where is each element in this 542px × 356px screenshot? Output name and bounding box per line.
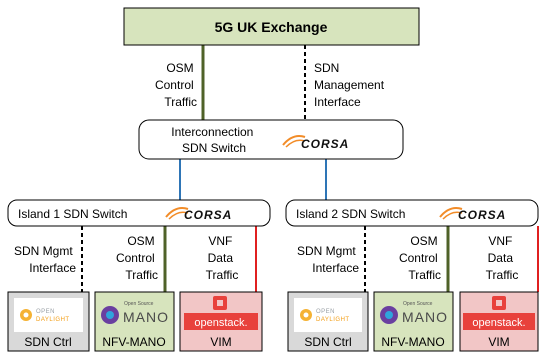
svg-text:MANO: MANO [402, 309, 448, 325]
svg-text:OPEN: OPEN [316, 309, 335, 315]
svg-text:OPEN: OPEN [36, 309, 55, 315]
nfv-mano-caption: NFV-MANO [102, 335, 165, 349]
island2-switch-label: Island 2 SDN Switch [296, 207, 405, 221]
corsa-logo: CORSA [439, 207, 506, 222]
opendaylight-logo: OPEN DAYLIGHT [300, 309, 350, 323]
interconnection-switch-box [138, 119, 404, 160]
island1-nfv-mano-box: Open Source MANO NFV-MANO [94, 291, 175, 352]
svg-text:CORSA: CORSA [458, 208, 506, 222]
island1-osm-control-label: OSM Control Traffic [116, 234, 158, 282]
vim-caption: VIM [210, 335, 231, 349]
island1-sdn-mgmt-label: SDN Mgmt Interface [14, 244, 76, 275]
osm-control-label-top: OSM Control Traffic [155, 61, 197, 109]
sdn-management-label-top: SDN Management Interface [314, 61, 387, 109]
osm-mano-logo: Open Source MANO [380, 301, 448, 325]
island2-sdn-mgmt-label: SDN Mgmt Interface [297, 244, 359, 275]
island2-osm-control-label: OSM Control Traffic [399, 234, 441, 282]
interconnection-switch-label: Interconnection SDN Switch [171, 125, 256, 155]
island1-sdn-ctrl-box: OPEN DAYLIGHT SDN Ctrl [7, 291, 90, 352]
openstack-logo: openstack. [463, 296, 535, 330]
svg-text:Open Source: Open Source [403, 301, 433, 307]
exchange-title: 5G UK Exchange [215, 19, 328, 35]
svg-text:openstack.: openstack. [472, 317, 525, 329]
corsa-logo: CORSA [165, 207, 232, 222]
osm-mano-logo: Open Source MANO [101, 301, 169, 325]
island2-vim-box: openstack. VIM [459, 291, 539, 352]
svg-text:CORSA: CORSA [301, 137, 349, 151]
sdn-ctrl-caption: SDN Ctrl [24, 335, 71, 349]
openstack-logo: openstack. [184, 296, 258, 330]
nfv-mano-caption: NFV-MANO [381, 335, 444, 349]
island2-switch-box [285, 199, 539, 227]
svg-text:CORSA: CORSA [184, 208, 232, 222]
svg-text:openstack.: openstack. [194, 317, 247, 329]
svg-text:Open Source: Open Source [124, 301, 154, 307]
sdn-ctrl-caption: SDN Ctrl [304, 335, 351, 349]
island1-switch-box [7, 199, 271, 227]
svg-text:DAYLIGHT: DAYLIGHT [316, 317, 350, 323]
island2-vnf-data-label: VNF Data Traffic [486, 234, 519, 282]
svg-text:MANO: MANO [123, 309, 169, 325]
island2-nfv-mano-box: Open Source MANO NFV-MANO [373, 291, 454, 352]
island1-switch-label: Island 1 SDN Switch [18, 207, 127, 221]
vim-caption: VIM [488, 335, 509, 349]
svg-text:DAYLIGHT: DAYLIGHT [36, 317, 70, 323]
opendaylight-logo: OPEN DAYLIGHT [20, 309, 70, 323]
corsa-logo: CORSA [282, 135, 349, 151]
exchange-box [123, 7, 420, 46]
island2-sdn-ctrl-box: OPEN DAYLIGHT SDN Ctrl [287, 291, 369, 352]
island1-vnf-data-label: VNF Data Traffic [206, 234, 239, 282]
island1-vim-box: openstack. VIM [179, 291, 263, 352]
